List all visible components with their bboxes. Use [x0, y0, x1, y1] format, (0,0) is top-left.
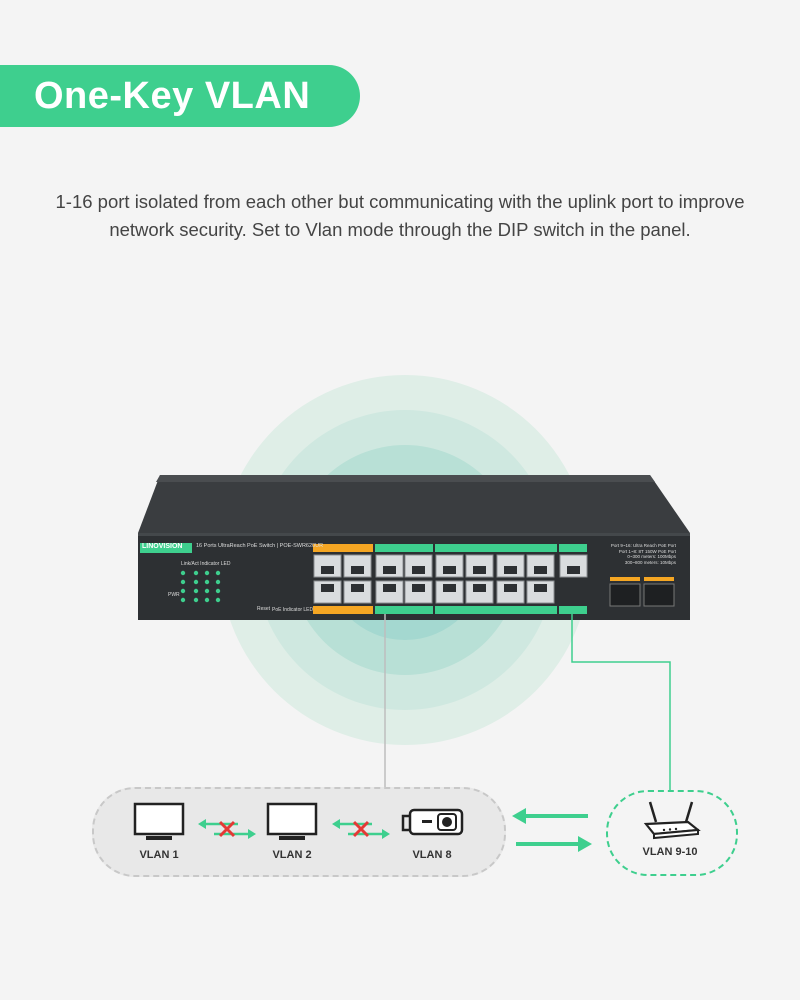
title-banner: One-Key VLAN	[0, 65, 360, 127]
port-info-line: 0~300 meters: 100Mbps	[627, 554, 676, 559]
port-info-line: Port 9~16: Ultra Reach PoE Port	[610, 543, 676, 548]
blocked-arrow-icon	[332, 819, 390, 839]
monitor-icon	[133, 802, 185, 840]
port-info-line: Port 1~8: 8T 150W PoE Port	[618, 548, 676, 554]
vlan1-label: VLAN 1	[139, 849, 179, 861]
description-text: 1-16 port isolated from each other but c…	[30, 188, 770, 244]
blocked-arrow-icon	[198, 819, 256, 839]
switch-brand: LINOVISION	[142, 543, 183, 550]
monitor-icon	[266, 802, 318, 840]
port-info-line: 300~800 meters: 10Mbps	[624, 559, 676, 565]
pwr-label: PWR	[168, 592, 180, 598]
vlan8-label: VLAN 8	[412, 849, 452, 861]
uplink-arrows-icon	[512, 808, 592, 852]
poe-led-label: PoE Indicator LED	[272, 607, 314, 613]
camera-icon	[401, 808, 464, 836]
switch-model-text: 16 Ports UltraReach PoE Switch | POE-SWR…	[196, 543, 324, 549]
description-line-1: 1-16 port isolated from each other but c…	[55, 191, 745, 212]
router-icon	[643, 801, 701, 840]
port-info: Port 9~16: Ultra Reach PoE Port Port 1~8…	[596, 543, 676, 565]
led-title: Link/Act Indicator LED	[181, 561, 231, 567]
vlan9-10-label: VLAN 9-10	[642, 846, 698, 858]
page-title: One-Key VLAN	[34, 74, 311, 117]
description-line-2: network security. Set to Vlan mode throu…	[109, 219, 691, 240]
vlan2-label: VLAN 2	[272, 849, 312, 861]
reset-label: Reset	[257, 606, 271, 612]
